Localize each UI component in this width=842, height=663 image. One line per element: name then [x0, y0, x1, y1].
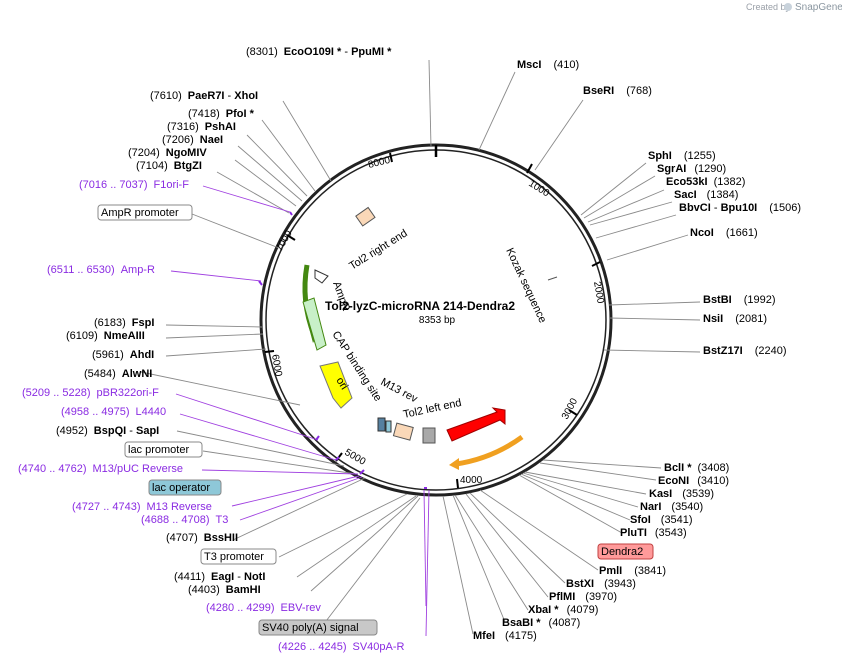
site-bspqi: (4952)BspQI - SapI [56, 425, 159, 437]
site-ecoo109i: (8301)EcoO109I * - PpuMI * [246, 46, 392, 58]
site-saci: SacI(1384) [674, 189, 738, 201]
primer-amp-r: (6511 .. 6530)Amp-R [47, 264, 155, 276]
ori-label: ori [333, 375, 350, 392]
site-pshai: (7316)PshAI [167, 121, 236, 133]
lac-promoter-box [124, 441, 203, 458]
site-bseri: BseRI(768) [583, 85, 652, 97]
primer-m13-puc-reverse: (4740 .. 4762)M13/pUC Reverse [18, 463, 183, 475]
sv40-pa-box [422, 427, 436, 444]
tol2-right-end-box [355, 206, 376, 227]
site-pflmi: PflMI(3970) [549, 591, 617, 603]
site-bstbi: BstBI(1992) [703, 294, 776, 306]
dendra2-label-box [597, 543, 654, 560]
site-nmeaiii: (6109)NmeAIII [66, 330, 145, 342]
ampr-promoter-label: AmpR promoter [101, 207, 179, 219]
tick-label-7000: 7000 [274, 228, 295, 253]
site-pluti: PluTI(3543) [620, 527, 687, 539]
t3-promoter-label: T3 promoter [204, 551, 264, 563]
t3-promoter-box [200, 548, 277, 565]
site-nari: NarI(3540) [640, 501, 703, 513]
site-fspi: (6183)FspI [94, 317, 154, 329]
tick-mark-6000 [264, 350, 275, 353]
site-ncoi: NcoI(1661) [690, 227, 758, 239]
plasmid-name: Tol2-lyzC-microRNA 214-Dendra2 [325, 299, 515, 313]
site-msci: MscI(410) [517, 59, 579, 71]
site-nsii: NsiI(2081) [703, 313, 767, 325]
site-eagi: (4411)EagI - NotI [174, 571, 265, 583]
ampr-arrow [302, 297, 327, 351]
lac-operator-box [385, 420, 392, 433]
primer-f1ori-f: (7016 .. 7037)F1ori-F [79, 179, 189, 191]
ori-arrow [319, 361, 353, 409]
site-paer7i: (7610)PaeR7I - XhoI [150, 90, 258, 102]
site-bbvci: BbvCI - Bpu10I(1506) [679, 202, 801, 214]
site-sphi: SphI(1255) [648, 150, 716, 162]
tick-label-4000: 4000 [460, 475, 483, 486]
site-bsshii: (4707)BssHII [166, 532, 238, 544]
sv40-polya-box [258, 619, 378, 636]
tick-label-6000: 6000 [269, 354, 284, 378]
plasmid-size: 8353 bp [419, 315, 456, 326]
lac-operator-label-box [148, 479, 222, 496]
site-alwni: (5484)AlwNI [84, 368, 152, 380]
site-econi: EcoNI(3410) [658, 475, 729, 487]
lac-region-box [377, 417, 386, 432]
kozak-marker [547, 276, 558, 281]
site-sgrai: SgrAI(1290) [657, 163, 726, 175]
site-mfei: MfeI(4175) [473, 630, 537, 642]
lac-operator-label: lac operator [152, 482, 210, 494]
m13-rev-label: M13 rev [379, 376, 420, 405]
tick-label-8000: 8000 [367, 155, 392, 171]
site-pmli: PmlI(3841) [599, 565, 666, 577]
tick-mark-4000 [456, 478, 459, 489]
ampr-start-marker [314, 269, 329, 284]
site-eco53ki: Eco53kI(1382) [666, 176, 745, 188]
site-bamhi: (4403)BamHI [188, 584, 261, 596]
site-bcli: BclI *(3408) [664, 462, 729, 474]
site-bsabi: BsaBI *(4087) [502, 617, 580, 629]
sv40-polya-label: SV40 poly(A) signal [262, 622, 359, 634]
ampr-promoter-box [97, 204, 193, 221]
tick-label-3000: 3000 [560, 396, 580, 421]
site-ngomiv: (7204)NgoMIV [128, 147, 207, 159]
primer-sv40pa-r: (4226 .. 4245)SV40pA-R [278, 641, 405, 653]
site-ahdi: (5961)AhdI [92, 349, 154, 361]
dendra2-label: Dendra2 [601, 546, 643, 558]
tick-mark-1000 [526, 163, 533, 174]
site-pfoi: (7418)PfoI * [188, 108, 255, 120]
primer-pbr322ori-f: (5209 .. 5228)pBR322ori-F [22, 387, 159, 399]
snapgene-logo-icon [784, 3, 792, 11]
primer-l4440: (4958 .. 4975)L4440 [61, 406, 166, 418]
site-btgzi: (7104)BtgZI [136, 160, 202, 172]
tick-mark-8000 [389, 152, 393, 163]
lac-promoter-label: lac promoter [128, 444, 189, 456]
primer-ebv-rev: (4280 .. 4299)EBV-rev [206, 602, 321, 614]
primer-m13-reverse: (4727 .. 4743)M13 Reverse [72, 501, 212, 513]
site-bstxi: BstXI(3943) [566, 578, 636, 590]
site-kasi: KasI(3539) [649, 488, 714, 500]
tick-label-2000: 2000 [591, 281, 606, 305]
tol2-right-end-label: Tol2 right end [347, 227, 409, 272]
tick-mark-7000 [286, 234, 296, 241]
primer-t3: (4688 .. 4708)T3 [141, 514, 228, 526]
tick-mark-2000 [591, 261, 601, 267]
site-naei: (7206)NaeI [162, 134, 223, 146]
created-by-text: Created by [746, 2, 791, 12]
snapgene-brand: SnapGene [795, 2, 842, 13]
tick-label-1000: 1000 [526, 178, 551, 199]
tol2-left-end-box [392, 422, 414, 441]
site-sfoi: SfoI(3541) [630, 514, 693, 526]
kozak-sequence-label: Kozak sequence [503, 246, 548, 325]
site-xbai: XbaI *(4079) [528, 604, 598, 616]
tick-mark-3000 [568, 409, 578, 416]
orange-feature-arc [455, 434, 524, 467]
dendra2-arrow [446, 407, 506, 442]
site-bstz17i: BstZ17I(2240) [703, 345, 787, 357]
